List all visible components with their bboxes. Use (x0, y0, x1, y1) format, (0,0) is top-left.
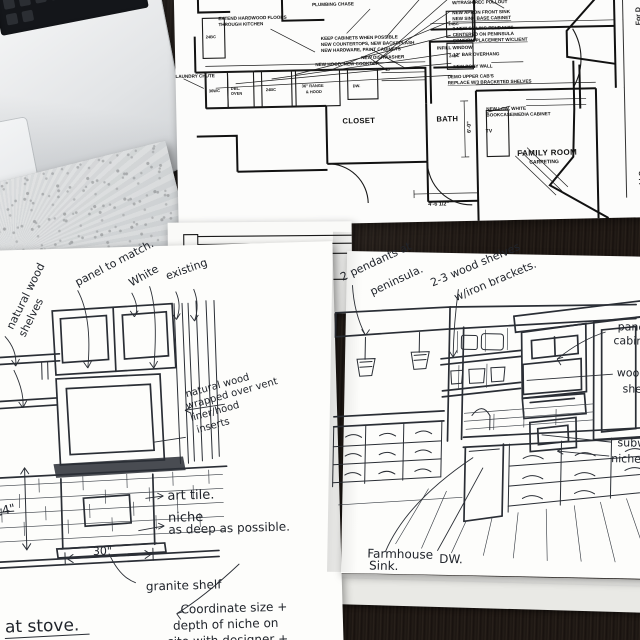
svg-text:wood to ma: wood to ma (617, 366, 640, 380)
svg-text:depth of niche on: depth of niche on (173, 616, 279, 633)
svg-text:EXTEND HARDWOOD FLOORS: EXTEND HARDWOOD FLOORS (218, 15, 286, 21)
svg-text:BOOKCASE/MEDIA CABINET: BOOKCASE/MEDIA CABINET (486, 111, 550, 117)
svg-text:art tile.: art tile. (167, 488, 214, 504)
svg-text:THROUGH KITCHEN: THROUGH KITCHEN (218, 21, 264, 27)
svg-text:36WC: 36WC (209, 88, 220, 93)
svg-text:shelves: shelves (622, 382, 640, 396)
blueprint-text-layer: EXTEND HARDWOOD FLOORS THROUGH KITCHEN P… (175, 0, 635, 208)
blueprint-floor-plan: EXTEND HARDWOOD FLOORS THROUGH KITCHEN P… (173, 0, 640, 227)
svg-text:INFILL WINDOW: INFILL WINDOW (437, 45, 473, 51)
sketch-elevation-at-stove: natural wood shelves panel to match. Whi… (0, 237, 344, 640)
svg-text:at stove.: at stove. (5, 615, 80, 637)
blueprint-drawing: EXTEND HARDWOOD FLOORS THROUGH KITCHEN P… (175, 0, 635, 221)
svg-text:as deep as possible.: as deep as possible. (168, 519, 290, 536)
svg-text:NEW HARDWARE, PAINT CABINETS: NEW HARDWARE, PAINT CABINETS (321, 46, 401, 53)
titleblock-line-1: For D (635, 6, 640, 26)
svg-text:TV: TV (486, 128, 493, 134)
svg-text:LAUNDRY CHUTE: LAUNDRY CHUTE (175, 73, 214, 79)
svg-text:4'-6 1/2": 4'-6 1/2" (428, 201, 449, 207)
svg-text:DW.: DW. (439, 552, 463, 566)
svg-text:NEW HOOD, NEW COOKTOP: NEW HOOD, NEW COOKTOP (315, 61, 379, 67)
svg-text:REPLACE W/3 BRACKETED SHELVES: REPLACE W/3 BRACKETED SHELVES (448, 79, 532, 86)
svg-text:24BC: 24BC (266, 87, 276, 92)
svg-text:36" RANGE: 36" RANGE (302, 83, 324, 88)
svg-text:cabinet+doo: cabinet+doo (613, 334, 640, 348)
svg-text:CARPETING: CARPETING (529, 159, 559, 166)
svg-text:CONFIRM PLACEMENT W/CLIENT: CONFIRM PLACEMENT W/CLIENT (453, 37, 528, 44)
svg-text:NEW PONY WALL: NEW PONY WALL (453, 63, 493, 69)
svg-text:granite shelf: granite shelf (146, 577, 223, 593)
svg-text:CLOSET: CLOSET (342, 116, 375, 126)
svg-text:& HOOD: & HOOD (306, 89, 322, 94)
svg-text:25: 25 (385, 67, 390, 72)
svg-text:panel to m: panel to m (618, 320, 640, 334)
svg-text:NEW SINK BASE CABINET: NEW SINK BASE CABINET (452, 15, 511, 21)
svg-text:24BC: 24BC (206, 34, 216, 39)
svg-text:White: White (127, 262, 161, 289)
sketch-left-drawing: natural wood shelves panel to match. Whi… (0, 237, 290, 640)
svg-text:niche: niche (168, 510, 204, 526)
sketch-perspective-kitchen: 2 pendants at peninsula. 2-3 wood shelve… (332, 239, 640, 579)
sketch-left-annotations: natural wood shelves panel to match. Whi… (0, 237, 290, 640)
svg-text:24BC: 24BC (449, 53, 459, 58)
svg-text:12" BAR OVERHANG: 12" BAR OVERHANG (453, 51, 500, 57)
svg-text:NEW LOW, WHITE: NEW LOW, WHITE (486, 106, 526, 112)
svg-text:existing: existing (164, 256, 209, 283)
sketch-right-drawing: 2 pendants at peninsula. 2-3 wood shelve… (332, 239, 640, 573)
svg-text:Farmhouse: Farmhouse (367, 546, 433, 561)
svg-text:24BC: 24BC (448, 21, 458, 26)
svg-text:DEMO UPPER CAB'S: DEMO UPPER CAB'S (448, 73, 494, 79)
svg-text:Coordinate size +: Coordinate size + (180, 600, 287, 617)
svg-text:DBL.: DBL. (231, 86, 240, 91)
svg-text:NEW COUNTERTOPS, NEW BACKSPLAS: NEW COUNTERTOPS, NEW BACKSPLASH (321, 40, 415, 47)
svg-text:site with designer +: site with designer + (167, 632, 288, 640)
svg-text:OVEN: OVEN (231, 91, 243, 96)
svg-text:DW.: DW. (353, 83, 361, 88)
svg-text:subway t: subway t (617, 436, 640, 450)
svg-text:W/TRASH/REC PULLOUT: W/TRASH/REC PULLOUT (452, 0, 508, 5)
svg-text:30": 30" (93, 544, 112, 558)
svg-text:Sink.: Sink. (369, 558, 399, 573)
svg-text:NEW DISHWASHER: NEW DISHWASHER (361, 54, 405, 60)
svg-text:6'-0": 6'-0" (467, 121, 473, 133)
svg-text:~24": ~24" (0, 501, 17, 522)
svg-text:3 NEW CEILING PENDANTS: 3 NEW CEILING PENDANTS (453, 25, 514, 31)
svg-text:NEW APRON FRONT SINK: NEW APRON FRONT SINK (452, 9, 511, 15)
svg-text:KEEP CABINETS WHEN POSSIBLE: KEEP CABINETS WHEN POSSIBLE (321, 34, 398, 41)
blueprint-titleblock: For D Eudora Street rs LLC (621, 0, 640, 198)
svg-text:PLUMBING CHASE: PLUMBING CHASE (312, 1, 354, 7)
svg-text:niche beh: niche beh (611, 452, 640, 466)
svg-text:FAMILY ROOM: FAMILY ROOM (517, 148, 577, 158)
svg-text:CENTERED ON PENINSULA: CENTERED ON PENINSULA (453, 31, 515, 37)
svg-text:BATH: BATH (436, 114, 458, 123)
